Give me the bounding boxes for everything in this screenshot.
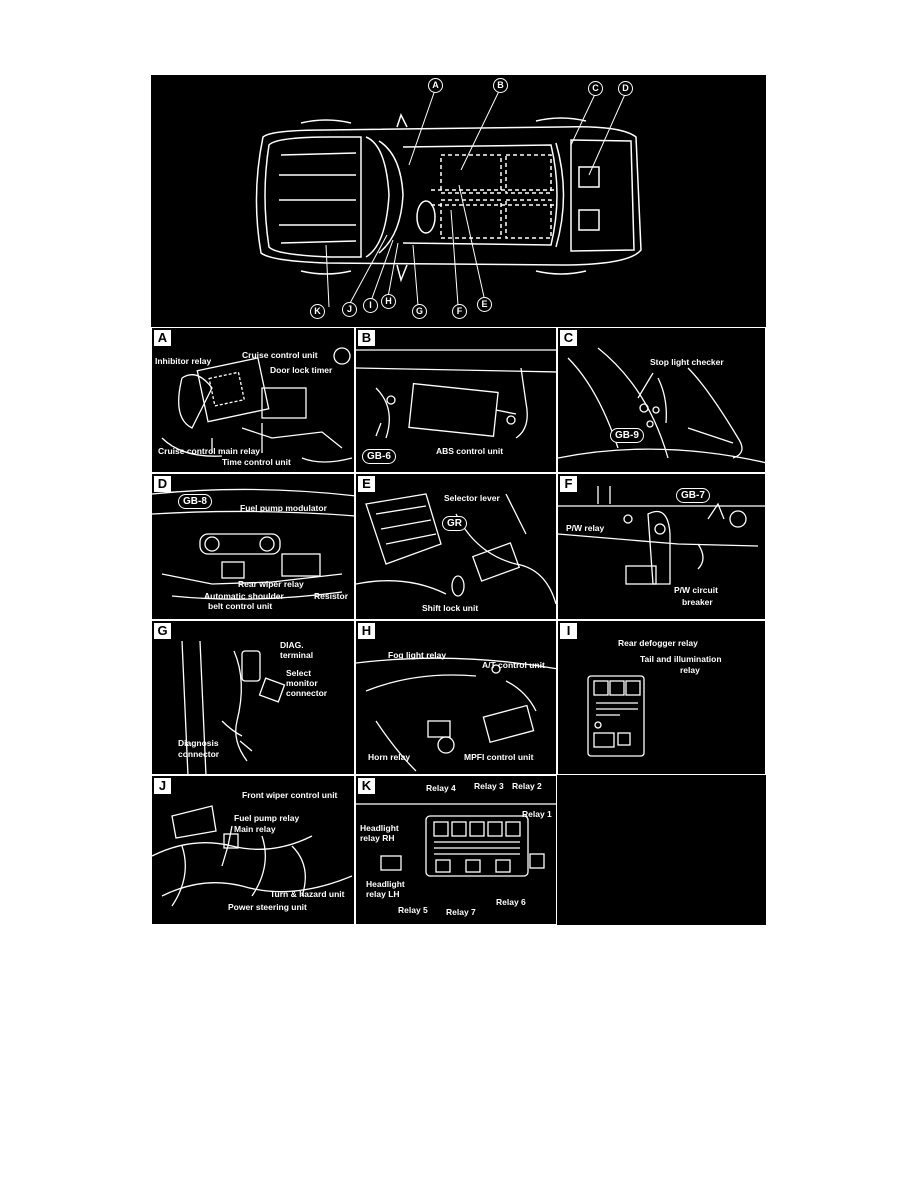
callout-c: C xyxy=(588,81,603,96)
label-shift-lock-unit: Shift lock unit xyxy=(422,603,479,613)
label-cruise-control-unit: Cruise control unit xyxy=(242,350,318,360)
ground-gb-7: GB-7 xyxy=(676,488,710,503)
label-relay-1: Relay 1 xyxy=(522,809,552,819)
label-relay-7: Relay 7 xyxy=(446,907,476,917)
panel-i-letter: I xyxy=(560,623,577,639)
label-pw-relay: P/W relay xyxy=(566,523,605,533)
panel-a-letter: A xyxy=(154,330,171,346)
label-connector-diagnosis: connector xyxy=(178,749,220,759)
label-horn-relay: Horn relay xyxy=(368,752,411,762)
panel-g: G DIAG. terminal Select monitor connecto… xyxy=(151,620,355,775)
callout-a: A xyxy=(428,78,443,93)
panel-f: F GB-7 P/W relay P/W circuit breaker xyxy=(557,473,766,620)
panel-g-letter: G xyxy=(154,623,171,639)
label-tail-and-illumination: Tail and illumination xyxy=(640,654,722,664)
label-inhibitor-relay: Inhibitor relay xyxy=(155,356,212,366)
label-mpfi-control-unit: MPFI control unit xyxy=(464,752,534,762)
callout-f: F xyxy=(452,304,467,319)
label-relay-4: Relay 4 xyxy=(426,783,456,793)
label-abs-control-unit: ABS control unit xyxy=(436,446,504,456)
label-relay-lh: relay LH xyxy=(366,889,400,899)
panel-c: C Stop light checker GB-9 xyxy=(557,327,766,473)
panel-k-letter: K xyxy=(358,778,375,794)
ground-gr: GR xyxy=(442,516,467,531)
callout-b: B xyxy=(493,78,508,93)
label-relay-rh: relay RH xyxy=(360,833,395,843)
label-relay-3: Relay 3 xyxy=(474,781,504,791)
label-belt-control-unit: belt control unit xyxy=(208,601,273,611)
callout-h: H xyxy=(381,294,396,309)
label-stop-light-checker: Stop light checker xyxy=(650,357,724,367)
label-turn-hazard-unit: Turn & hazard unit xyxy=(270,889,345,899)
label-terminal: terminal xyxy=(280,650,314,660)
ground-gb-9: GB-9 xyxy=(610,428,644,443)
label-monitor: monitor xyxy=(286,678,318,688)
label-selector-lever: Selector lever xyxy=(444,493,500,503)
label-main-relay: Main relay xyxy=(234,824,276,834)
label-relay-5: Relay 5 xyxy=(398,905,428,915)
label-fuel-pump-modulator: Fuel pump modulator xyxy=(240,503,327,513)
panel-i: I Rear defogger relay Tail and illuminat… xyxy=(557,620,766,775)
panel-a: A Inhibitor relay Cruise control unit Do… xyxy=(151,327,355,473)
label-automatic-shoulder: Automatic shoulder xyxy=(204,591,284,601)
label-connector-select: connector xyxy=(286,688,328,698)
label-relay-2: Relay 2 xyxy=(512,781,542,791)
callout-g: G xyxy=(412,304,427,319)
panel-h: H Fog light relay A/T control unit Horn … xyxy=(355,620,557,775)
callout-d: D xyxy=(618,81,633,96)
ground-gb-6: GB-6 xyxy=(362,449,396,464)
label-pw-circuit: P/W circuit xyxy=(674,585,718,595)
label-relay-6: Relay 6 xyxy=(496,897,526,907)
panel-d: D GB-8 Fuel pump modulator Rear wiper re… xyxy=(151,473,355,620)
panel-h-letter: H xyxy=(358,623,375,639)
label-resistor: Resistor xyxy=(314,591,349,601)
panel-k: K Relay 4 Relay 3 Relay 2 Relay 1 Headli… xyxy=(355,775,557,925)
ground-gb-8: GB-8 xyxy=(178,494,212,509)
label-breaker: breaker xyxy=(682,597,713,607)
callout-e: E xyxy=(477,297,492,312)
callout-i: I xyxy=(363,298,378,313)
label-power-steering-unit: Power steering unit xyxy=(228,902,307,912)
empty-cell xyxy=(557,775,766,925)
label-rear-wiper-relay: Rear wiper relay xyxy=(238,579,304,589)
panel-e: E Selector lever GR Shift lock unit xyxy=(355,473,557,620)
panel-c-letter: C xyxy=(560,330,577,346)
label-relay-tail: relay xyxy=(680,665,700,675)
panel-b: B GB-6 ABS control unit xyxy=(355,327,557,473)
callout-j: J xyxy=(342,302,357,317)
label-door-lock-timer: Door lock timer xyxy=(270,365,333,375)
label-headlight-lh: Headlight xyxy=(366,879,405,889)
label-headlight-rh: Headlight xyxy=(360,823,399,833)
panel-e-letter: E xyxy=(358,476,375,492)
label-cruise-control-main-relay: Cruise control main relay xyxy=(158,446,261,456)
label-fog-light-relay: Fog light relay xyxy=(388,650,447,660)
label-at-control-unit: A/T control unit xyxy=(482,660,545,670)
component-location-figure: A B C D E F G H I J K A Inhibitor relay … xyxy=(151,75,766,925)
label-time-control-unit: Time control unit xyxy=(222,457,291,467)
label-select: Select xyxy=(286,668,312,678)
panel-f-letter: F xyxy=(560,476,577,492)
panel-b-letter: B xyxy=(358,330,375,346)
label-front-wiper-control-unit: Front wiper control unit xyxy=(242,790,338,800)
panel-d-letter: D xyxy=(154,476,171,492)
label-diag: DIAG. xyxy=(280,640,304,650)
callout-k: K xyxy=(310,304,325,319)
label-diagnosis: Diagnosis xyxy=(178,738,219,748)
car-top-view xyxy=(255,86,642,308)
panel-j-letter: J xyxy=(154,778,171,794)
label-rear-defogger-relay: Rear defogger relay xyxy=(618,638,698,648)
panel-j: J Front wiper control unit Fuel pump rel… xyxy=(151,775,355,925)
label-fuel-pump-relay: Fuel pump relay xyxy=(234,813,300,823)
